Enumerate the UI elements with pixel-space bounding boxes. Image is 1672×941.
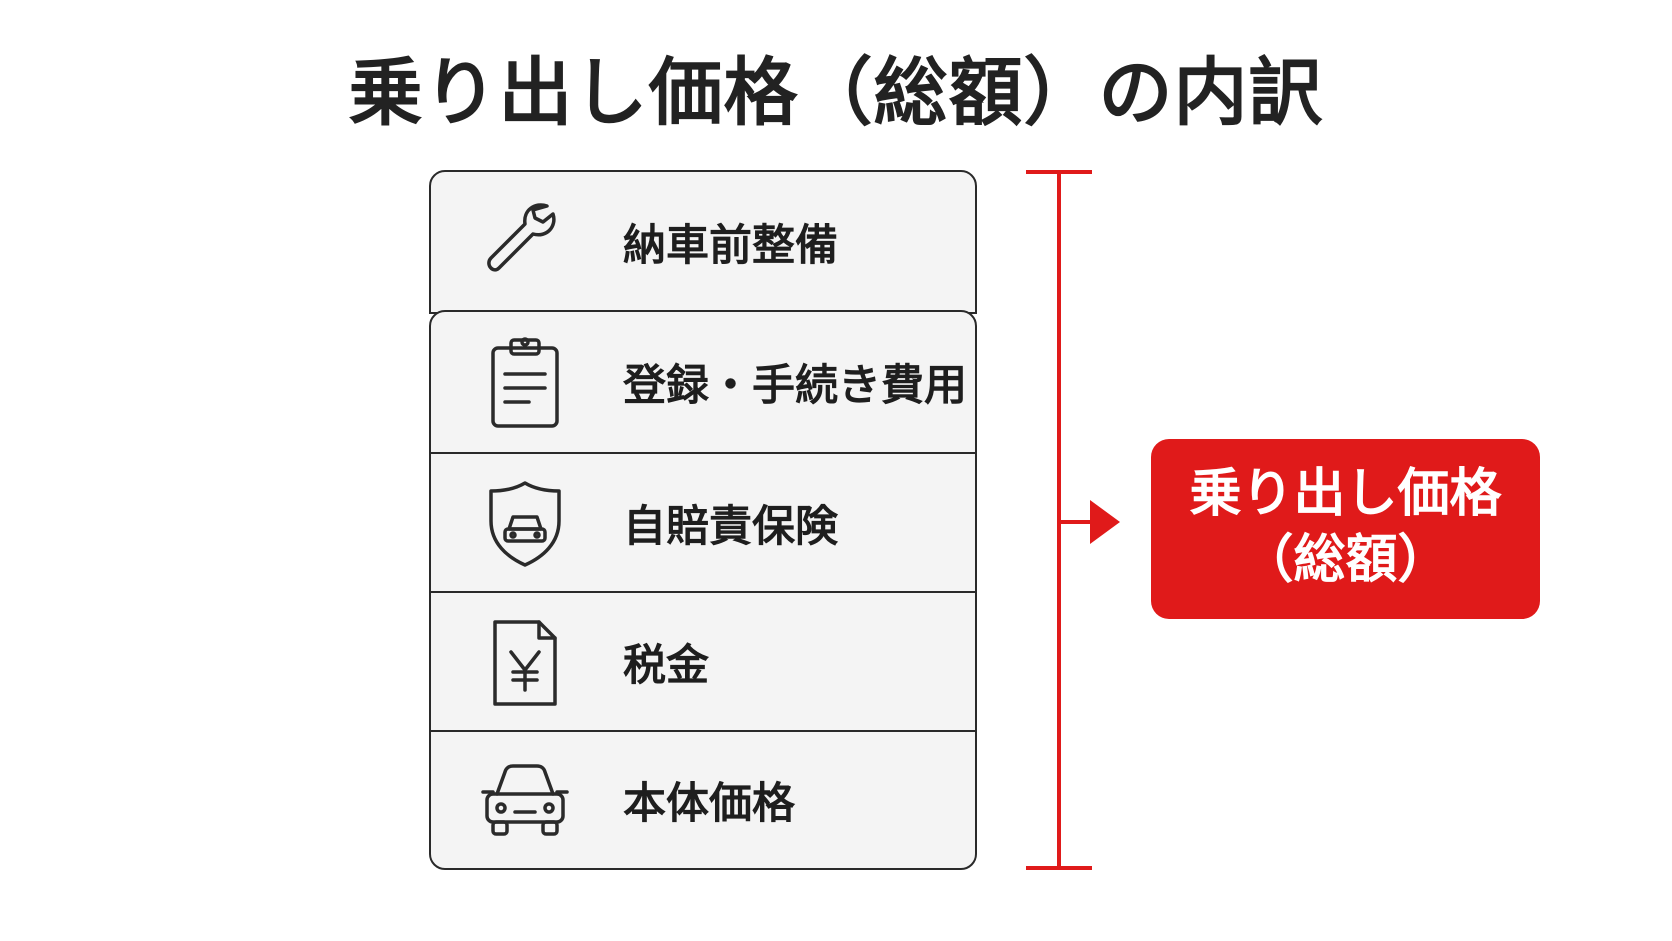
clipboard-icon xyxy=(477,334,573,430)
component-vehicle-price: 本体価格 xyxy=(429,730,977,870)
total-bracket xyxy=(1020,170,1120,870)
total-price-box: 乗り出し価格 （総額） xyxy=(1151,439,1540,619)
component-label: 税金 xyxy=(623,640,709,691)
component-label: 自賠責保険 xyxy=(623,501,838,552)
page-title: 乗り出し価格（総額）の内訳 xyxy=(348,50,1324,136)
wrench-icon xyxy=(477,194,573,290)
yen-document-icon xyxy=(477,614,573,710)
price-breakdown-stack: 納車前整備 登録・手続き費用 自賠責保険 xyxy=(429,170,977,870)
component-pre-delivery-maintenance: 納車前整備 xyxy=(429,170,977,314)
shield-car-icon xyxy=(477,475,573,571)
component-label: 納車前整備 xyxy=(623,221,838,271)
total-price-sublabel: （総額） xyxy=(1241,530,1450,590)
car-icon xyxy=(477,752,573,848)
total-price-label: 乗り出し価格 xyxy=(1189,464,1502,524)
component-label: 登録・手続き費用 xyxy=(623,361,967,411)
component-registration-fees: 登録・手続き費用 xyxy=(429,310,977,454)
component-label: 本体価格 xyxy=(623,779,795,829)
component-taxes: 税金 xyxy=(429,591,977,732)
component-compulsory-insurance: 自賠責保険 xyxy=(429,452,977,593)
